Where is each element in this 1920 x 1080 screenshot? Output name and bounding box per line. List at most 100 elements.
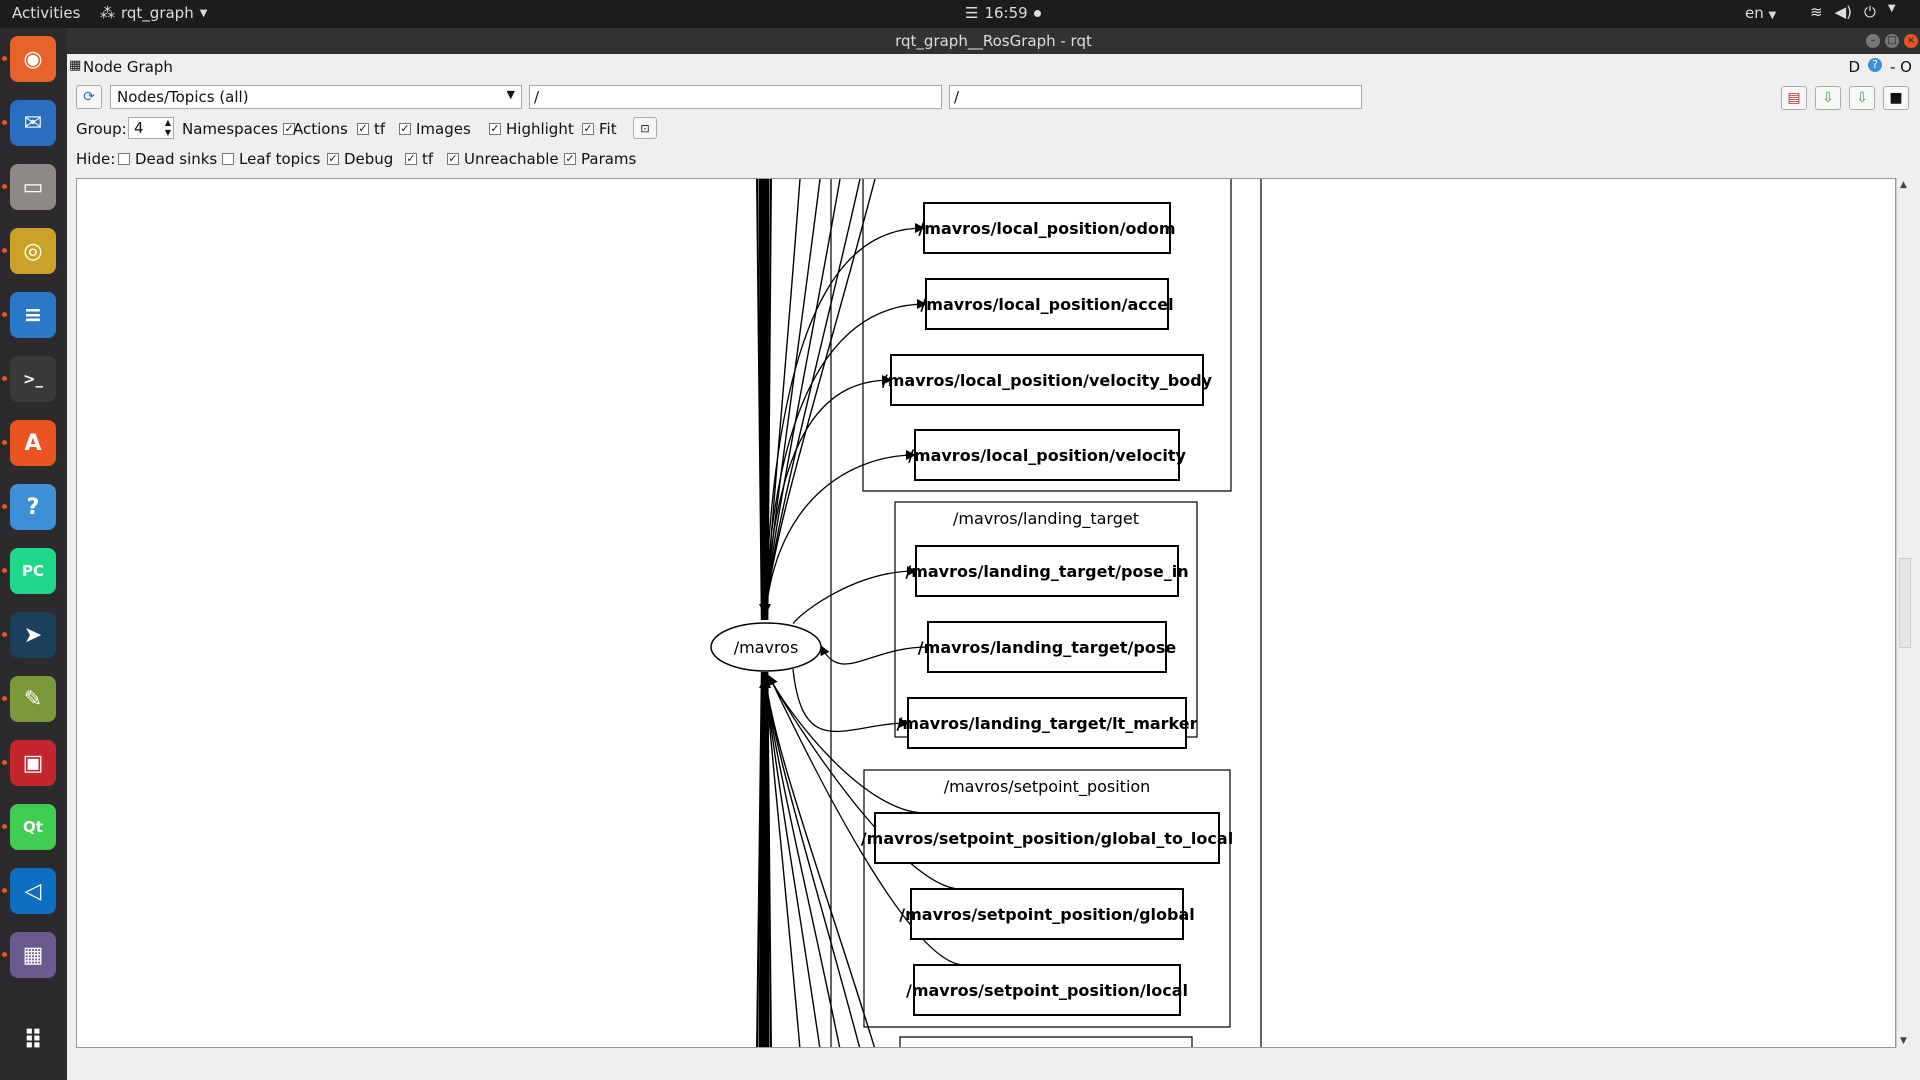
save-dot-icon[interactable]: ⇩ — [1815, 86, 1841, 110]
edge-publish — [764, 299, 927, 621]
option-tf[interactable]: ✓ tf — [357, 120, 385, 138]
option-label: Namespaces — [182, 120, 279, 138]
firefox-icon[interactable]: ◉ — [10, 36, 56, 82]
graph-clusters: /mavros/landing_target/mavros/setpoint_p… — [830, 179, 1262, 1047]
running-indicator — [2, 824, 7, 829]
load-dot-icon[interactable]: ▤ — [1781, 86, 1807, 110]
plugin-icon: ▦ — [69, 58, 82, 73]
edge-curve — [764, 671, 861, 1047]
graph-nodes: /mavros/local_position/odom/mavros/local… — [710, 202, 1233, 1016]
group-label: Group: — [76, 120, 127, 138]
rhythmbox-icon[interactable]: ◎ — [10, 228, 56, 274]
option-label: Params — [581, 150, 637, 168]
qt-creator-icon[interactable]: Qt — [10, 804, 56, 850]
topic-box — [923, 202, 1171, 254]
option-label: Unreachable — [464, 150, 559, 168]
terminal-icon[interactable]: >_ — [10, 356, 56, 402]
fit-view-button[interactable]: ⊡ — [633, 117, 657, 139]
window-title-bar[interactable]: rqt_graph__RosGraph - rqt – □ × — [67, 28, 1920, 54]
graph-mode-select[interactable]: Nodes/Topics (all) ▼ — [110, 85, 522, 109]
node-filter-input[interactable]: / — [529, 85, 942, 109]
clock[interactable]: ☰ 16:59 — [965, 4, 1041, 22]
libreoffice-writer-icon[interactable]: ≡ — [10, 292, 56, 338]
checkbox-unreachable[interactable]: ✓ — [447, 152, 459, 165]
topic-box — [874, 812, 1220, 864]
topic-box — [913, 964, 1181, 1016]
save-image-icon[interactable]: ■ — [1883, 86, 1909, 110]
hide-leaf-topics[interactable]: Leaf topics — [222, 150, 320, 168]
language-indicator[interactable]: en ▼ — [1745, 4, 1776, 22]
running-indicator — [2, 120, 7, 125]
hide-unreachable[interactable]: ✓ Unreachable — [447, 150, 559, 168]
scroll-up-icon[interactable]: ▲ — [1900, 180, 1907, 190]
screen-recorder-icon[interactable]: ▣ — [10, 740, 56, 786]
checkbox-params[interactable]: ✓ — [564, 152, 576, 165]
refresh-button[interactable]: ⟳ — [76, 85, 102, 109]
checkbox-highlight[interactable]: ✓ — [489, 122, 501, 135]
option-highlight[interactable]: ✓ Highlight — [489, 120, 574, 138]
option-fit[interactable]: ✓ Fit — [582, 120, 617, 138]
scrollbar-thumb[interactable] — [1899, 558, 1911, 648]
option-namespaces[interactable]: Namespaces ✓ — [182, 120, 296, 138]
calendar-icon: ☰ — [965, 4, 979, 22]
show-applications-icon[interactable]: ⠿ — [22, 1026, 44, 1056]
checkbox-fit[interactable]: ✓ — [582, 122, 594, 135]
image-viewer-icon[interactable]: ✎ — [10, 676, 56, 722]
vscode-icon[interactable]: ◁ — [10, 868, 56, 914]
activities-button[interactable]: Activities — [12, 4, 81, 22]
plugin-window-buttons[interactable]: - O — [1890, 58, 1912, 76]
minimize-icon[interactable]: – — [1866, 34, 1880, 48]
spin-up-icon[interactable]: ▲ — [164, 118, 171, 127]
chevron-down-icon: ▼ — [199, 7, 208, 19]
rqt-icon[interactable]: ▦ — [10, 932, 56, 978]
maximize-icon[interactable]: □ — [1885, 34, 1899, 48]
files-icon[interactable]: ▭ — [10, 164, 56, 210]
checkbox-dead-sinks[interactable] — [118, 153, 130, 165]
option-images[interactable]: ✓ Images — [399, 120, 471, 138]
chevron-down-icon: ▼ — [506, 88, 515, 101]
software-icon[interactable]: A — [10, 420, 56, 466]
system-tray[interactable]: ≋ ◀) ⏻ ▼ — [1810, 3, 1896, 21]
save-svg-icon[interactable]: ⇩ — [1849, 86, 1875, 110]
app-menu[interactable]: ⁂ rqt_graph ▼ — [100, 4, 207, 22]
remote-icon[interactable]: ➤ — [10, 612, 56, 658]
checkbox-tf[interactable]: ✓ — [357, 122, 369, 135]
topic-filter-input[interactable]: / — [949, 85, 1362, 109]
checkbox-leaf-topics[interactable] — [222, 153, 234, 165]
option-label: Leaf topics — [239, 150, 321, 168]
vertical-scrollbar[interactable]: ▲ ▼ — [1896, 178, 1912, 1048]
topic-label: /mavros/local_position/velocity_body — [882, 371, 1213, 390]
pycharm-icon[interactable]: PC — [10, 548, 56, 594]
option-label: tf — [374, 120, 386, 138]
checkbox-debug[interactable]: ✓ — [327, 152, 339, 165]
hide-dead-sinks[interactable]: Dead sinks — [118, 150, 217, 168]
close-icon[interactable]: × — [1904, 34, 1918, 48]
hide-tf[interactable]: ✓ tf — [405, 150, 433, 168]
graph-mode-value: Nodes/Topics (all) — [117, 88, 249, 106]
group-spinbox[interactable]: 4 ▲ ▼ — [128, 117, 174, 139]
running-indicator — [2, 248, 7, 253]
hide-row: Hide: Dead sinks Leaf topics ✓ Debug ✓ t… — [67, 146, 1920, 172]
option-label: Images — [416, 120, 471, 138]
topic-label: /mavros/setpoint_position/global — [899, 905, 1194, 924]
hide-params[interactable]: ✓ Params — [564, 150, 636, 168]
edge-bundle-down — [764, 671, 770, 1047]
spin-down-icon[interactable]: ▼ — [164, 128, 171, 137]
checkbox-actions[interactable]: ✓ — [283, 122, 296, 135]
help-icon[interactable]: ? — [10, 484, 56, 530]
cluster-label: /mavros/setpoint_position — [944, 777, 1151, 797]
hide-debug[interactable]: ✓ Debug — [327, 150, 393, 168]
help-icon[interactable]: ? — [1868, 58, 1882, 72]
edge-subscribe — [768, 675, 926, 814]
checkbox-images[interactable]: ✓ — [399, 122, 411, 135]
graph-canvas[interactable]: /mavros/landing_target/mavros/setpoint_p… — [76, 178, 1896, 1048]
checkbox-hide-tf[interactable]: ✓ — [405, 152, 417, 165]
running-indicator — [2, 568, 7, 573]
dock-toggle-button[interactable]: D — [1848, 58, 1860, 76]
chevron-down-icon: ▼ — [1887, 3, 1896, 14]
option-label: Fit — [599, 120, 617, 138]
scroll-down-icon[interactable]: ▼ — [1900, 1036, 1907, 1046]
toolbar-row: ⟳ Nodes/Topics (all) ▼ / / ▤ ⇩ ⇩ ■ — [67, 84, 1920, 114]
thunderbird-icon[interactable]: ✉ — [10, 100, 56, 146]
ros-graph[interactable]: /mavros/landing_target/mavros/setpoint_p… — [77, 179, 1896, 1048]
